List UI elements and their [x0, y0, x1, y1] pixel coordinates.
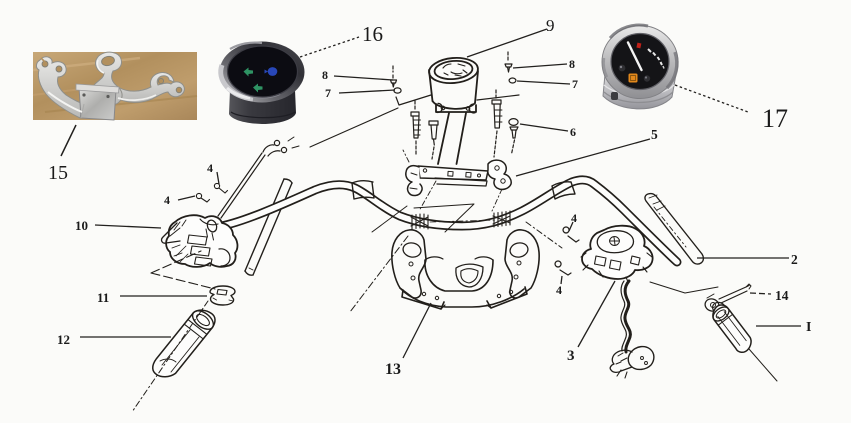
svg-text:4: 4 — [556, 283, 562, 297]
svg-text:8: 8 — [322, 68, 328, 82]
svg-text:4: 4 — [164, 193, 170, 207]
svg-text:7: 7 — [572, 77, 578, 91]
svg-text:8: 8 — [569, 57, 575, 71]
svg-text:5: 5 — [651, 127, 658, 142]
svg-text:9: 9 — [546, 16, 555, 35]
svg-text:10: 10 — [75, 218, 88, 233]
svg-text:7: 7 — [325, 86, 331, 100]
svg-text:11: 11 — [97, 290, 109, 305]
svg-text:16: 16 — [362, 22, 383, 46]
svg-text:17: 17 — [762, 104, 788, 133]
svg-text:12: 12 — [57, 332, 70, 347]
svg-text:6: 6 — [570, 125, 576, 139]
svg-text:15: 15 — [48, 162, 68, 184]
svg-text:4: 4 — [571, 211, 577, 225]
svg-text:I: I — [806, 320, 811, 335]
svg-text:2: 2 — [791, 252, 798, 267]
svg-text:4: 4 — [207, 161, 213, 175]
svg-text:3: 3 — [567, 348, 575, 364]
svg-text:14: 14 — [775, 288, 789, 303]
svg-text:13: 13 — [385, 361, 401, 378]
